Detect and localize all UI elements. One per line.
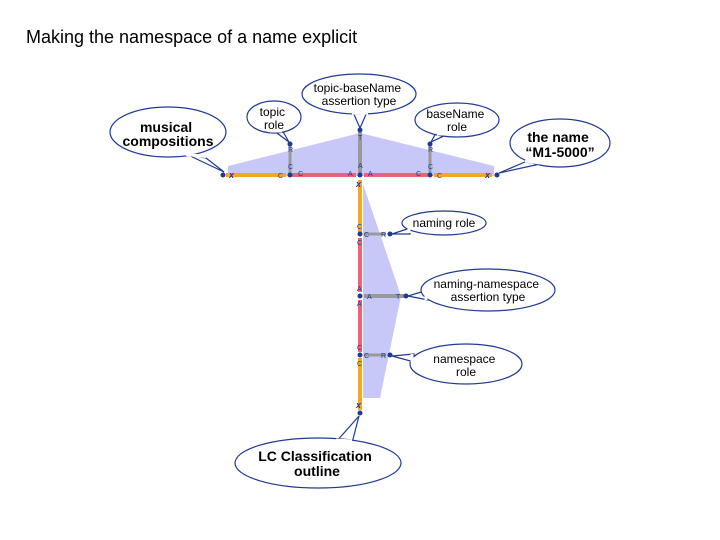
svg-text:topic-baseName assertion: topic-baseName assertion type — [314, 81, 405, 108]
svg-text:namespace role: namespace role — [433, 352, 498, 379]
svg-text:musical compositions: musical compositions — [122, 119, 213, 149]
callout-naming-assertion-line2: assertion type — [451, 290, 526, 304]
node-naming-assertion-type — [403, 293, 409, 299]
callout-naming-role: naming role — [391, 210, 487, 236]
marker-a-top: A — [358, 163, 363, 170]
marker-c-naming-top: C — [357, 224, 362, 231]
node-lc-classification — [357, 410, 363, 416]
marker-a-naming-bottom: A — [357, 301, 362, 308]
marker-c-namespace-bottom: C — [357, 361, 362, 368]
callout-assertion-line2: assertion type — [322, 94, 397, 108]
svg-text:naming role: naming role — [413, 216, 476, 230]
marker-t-naming: T — [396, 294, 401, 301]
marker-c-basename-role: C — [428, 164, 433, 171]
callout-topic-basename-assertion-type: topic-baseName assertion type — [301, 73, 417, 130]
marker-x-left: x — [228, 170, 235, 180]
marker-c-topic-role: C — [288, 164, 293, 171]
callout-topic-role: topic role — [246, 100, 302, 143]
callout-namespace-role-line2: role — [456, 365, 476, 379]
marker-r-topic-role: R — [288, 147, 293, 154]
callout-basename-role-line2: role — [447, 120, 467, 134]
marker-a-left: A — [348, 171, 353, 178]
node-naming-role — [387, 231, 393, 237]
callout-musical-line1: musical — [140, 119, 192, 135]
marker-r-naming: R — [381, 232, 386, 239]
callout-assertion-line1: topic-baseName — [314, 81, 402, 95]
node-c-left — [287, 172, 293, 178]
slide-title: Making the namespace of a name explicit — [26, 27, 358, 47]
callout-musical-line2: compositions — [122, 133, 213, 149]
callout-namespace-role-line1: namespace — [433, 352, 495, 366]
naming-namespace-assertion-region — [363, 184, 401, 398]
callout-naming-role-line1: naming role — [413, 216, 476, 230]
callout-the-name-line1: the name — [527, 129, 589, 145]
callout-the-name: the name “M1-5000” — [498, 118, 611, 174]
node-namespace-role — [387, 352, 393, 358]
callout-topic-role-line1: topic — [260, 105, 285, 119]
node-topic-role — [287, 141, 293, 147]
callout-lc-classification-outline: LC Classification outline — [234, 415, 402, 489]
node-c-namespace — [357, 352, 363, 358]
marker-r-basename-role: R — [428, 147, 433, 154]
node-c-right — [427, 172, 433, 178]
node-the-name — [494, 172, 500, 178]
marker-c-namespace-side: C — [364, 353, 369, 360]
marker-c-right-2: C — [437, 173, 442, 180]
node-c-naming — [357, 231, 363, 237]
callout-lc-line2: outline — [294, 463, 340, 479]
callout-musical-compositions: musical compositions — [109, 106, 227, 173]
marker-a-naming-side: A — [367, 294, 372, 301]
marker-t-top: T — [358, 135, 363, 142]
node-assertion-type — [357, 127, 363, 133]
marker-c-right-1: C — [416, 171, 421, 178]
marker-x-right: x — [484, 170, 491, 180]
svg-text:topic role: topic role — [260, 105, 289, 132]
marker-a-right: A — [368, 171, 373, 178]
svg-text:LC Classification outlin: LC Classification outline — [258, 448, 375, 479]
marker-c-left-2: C — [298, 171, 303, 178]
marker-x-bottom: x — [355, 400, 362, 410]
callout-lc-line1: LC Classification — [258, 448, 372, 464]
svg-text:naming-namespace asserti: naming-namespace assertion type — [434, 277, 543, 304]
callout-namespace-role: namespace role — [391, 343, 523, 385]
callout-basename-role: baseName role — [414, 102, 500, 144]
callout-topic-role-line2: role — [264, 118, 284, 132]
callout-basename-role-line1: baseName — [426, 107, 484, 121]
node-assertion — [357, 172, 363, 178]
node-musical — [220, 172, 226, 178]
callout-naming-assertion-line1: naming-namespace — [434, 277, 540, 291]
marker-x-assertion: x — [355, 179, 362, 189]
marker-r-namespace: R — [381, 353, 386, 360]
marker-c-naming-bottom: C — [357, 240, 362, 247]
marker-a-naming-top: A — [357, 286, 362, 293]
svg-text:the name “M1-5000”: the name “M1-5000” — [525, 129, 594, 160]
marker-c-naming-side: C — [364, 232, 369, 239]
svg-text:baseName role: baseName role — [426, 107, 487, 134]
node-naming-assertion — [357, 293, 363, 299]
callout-the-name-line2: “M1-5000” — [525, 144, 594, 160]
node-basename-role — [427, 141, 433, 147]
marker-c-namespace-top: C — [357, 345, 362, 352]
callout-naming-namespace-assertion-type: naming-namespace assertion type — [407, 268, 556, 312]
marker-c-left-1: C — [278, 173, 283, 180]
